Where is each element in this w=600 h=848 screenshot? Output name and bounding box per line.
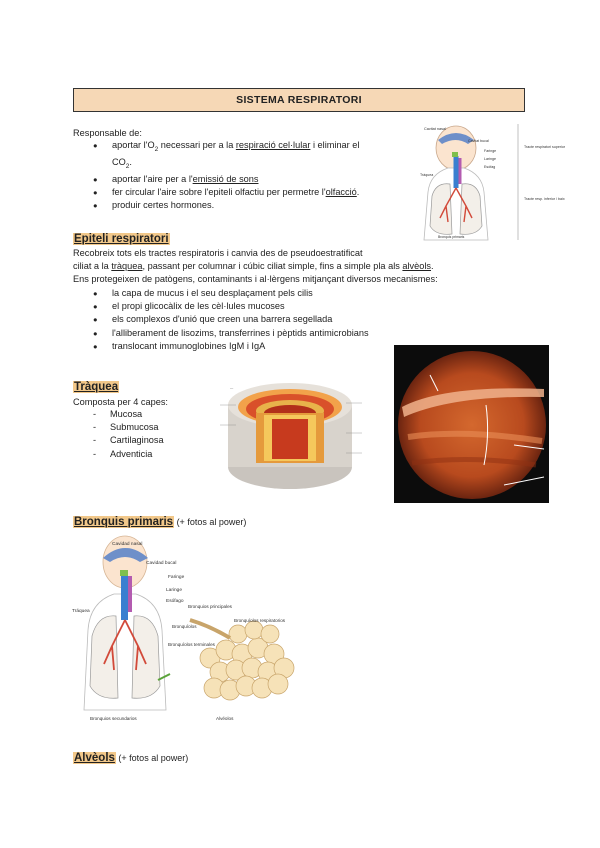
traquea-layers-list: Mucosa Submucosa Cartilaginosa Adventici… — [91, 408, 211, 461]
epiteli-list: la capa de mucus i el seu desplaçament p… — [93, 287, 385, 353]
list-item: Submucosa — [91, 421, 211, 434]
label-bronquiolos-respiratorios: Bronquíolos respiratorios — [234, 618, 286, 623]
responsable-list: aportar l'O2 necessari per a la respirac… — [93, 139, 411, 213]
list-item: l'alliberament de lisozims, transferrine… — [93, 327, 385, 340]
list-item: aportar l'aire per a l'emissió de sons — [93, 173, 411, 186]
responsable-heading: Responsable de: — [73, 128, 142, 138]
alveols-heading: Alvèols (+ fotos al power) — [73, 752, 189, 764]
list-item: produir certes hormones. — [93, 199, 411, 212]
label-laringe: Laringe — [484, 157, 496, 161]
label-bronquis: Bronquis primaris — [438, 235, 465, 239]
label-faringe: Faringe — [484, 149, 496, 153]
list-item: la capa de mucus i el seu desplaçament p… — [93, 287, 385, 300]
label-esofago: Esófago — [166, 598, 184, 604]
epiteli-line-3: Ens protegeixen de patògens, contaminant… — [73, 274, 438, 284]
label-esofag: Esòfag — [484, 165, 495, 169]
label-bronquiolos-terminales: Bronquíolos terminales — [168, 642, 216, 647]
list-item: aportar l'O2 necessari per a la respirac… — [93, 139, 411, 173]
list-item: fer circular l'aire sobre l'epiteli olfa… — [93, 186, 411, 199]
label-cavidad-bucal: Cavidad bucal — [146, 560, 176, 566]
list-item: Adventicia — [91, 448, 211, 461]
svg-text:—: — — [230, 386, 234, 390]
trachea-cross-section-figure: — — [190, 375, 392, 500]
label-traquea-fig3: Tráquea — [72, 608, 90, 614]
label-laringe: Laringe — [166, 587, 182, 593]
list-item: els complexos d'unió que creen una barre… — [93, 313, 385, 326]
label-bronquiolos: Bronquíolos — [172, 624, 197, 629]
label-cavitat-bucal: Cavitat bucal — [468, 139, 489, 143]
list-item: el propi glicocàlix de les cèl·lules muc… — [93, 300, 385, 313]
label-bronquios-secundarios: Bronquios secundarios — [90, 716, 137, 721]
label-tracte-superior: Tracte respiratori superior — [524, 145, 566, 149]
histology-micrograph — [394, 345, 549, 503]
traquea-subheading: Composta per 4 capes: — [73, 397, 168, 407]
label-faringe: Faringe — [168, 574, 185, 580]
label-cavidad-nasal: Cavidad nasal — [112, 541, 142, 547]
list-item: translocant immunoglobines IgM i IgA — [93, 340, 385, 353]
label-tracte-inferior: Tracte resp. inferior / baix — [524, 197, 565, 201]
bronchial-tree-figure: Cavidad nasal Cavidad bucal Faringe Lari… — [70, 530, 320, 725]
label-cavitat-nasal: Cavitat nasal — [424, 127, 446, 131]
respiratory-tract-figure: Cavitat nasal Cavitat bucal Faringe Lari… — [418, 122, 586, 242]
epiteli-line-1: Recobreix tots els tractes respiratoris … — [73, 248, 363, 258]
label-traquea: Tràquea — [420, 173, 433, 177]
label-alveolos: Alvéolos — [216, 716, 234, 721]
traquea-heading: Tràquea — [73, 381, 120, 393]
epiteli-heading: Epiteli respiratori — [73, 233, 170, 245]
label-bronquios-principales: Bronquios principales — [188, 604, 233, 609]
list-item: Cartilaginosa — [91, 434, 211, 447]
epiteli-line-2: ciliat a la tràquea, passant per columna… — [73, 261, 434, 271]
list-item: Mucosa — [91, 408, 211, 421]
page-title: SISTEMA RESPIRATORI — [73, 88, 525, 112]
bronquis-heading: Bronquis primaris (+ fotos al power) — [73, 516, 247, 528]
